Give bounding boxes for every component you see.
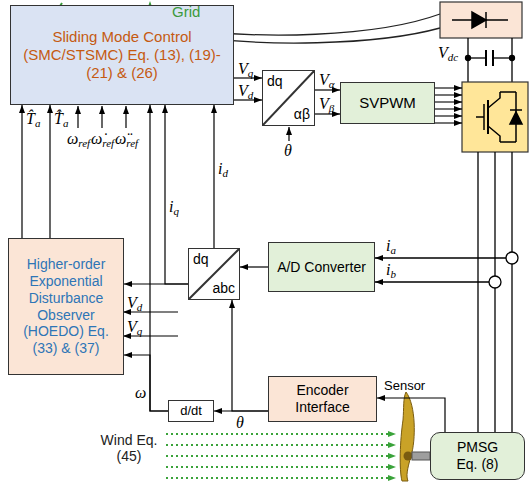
signal-connector — [124, 355, 168, 411]
signal-name: Sensor — [384, 379, 425, 394]
box-text: dq — [193, 251, 209, 268]
signal-name: T̂a — [26, 110, 40, 130]
controller-box: Sliding Mode Control (SMC/STSMC) Eq. (13… — [10, 5, 234, 105]
signal-connector — [49, 105, 50, 238]
signal-name: Vdc — [438, 44, 458, 64]
signal-name: T̂̇a — [54, 110, 68, 130]
modulator-box: SVPWM — [340, 82, 435, 124]
signal-name: ω̇ref — [91, 130, 114, 150]
signal-arrow — [288, 127, 289, 141]
signal-connector — [232, 300, 268, 411]
box-text: SVPWM — [359, 94, 416, 112]
signal-name: ω — [135, 384, 146, 402]
diode-symbol — [452, 12, 508, 28]
signal-name: θ — [236, 414, 244, 432]
derivative-box: d/dt — [168, 400, 214, 422]
signal-connector — [315, 89, 340, 90]
box-text: A/D Converter — [277, 259, 366, 276]
box-text: dq — [267, 73, 283, 90]
wind-label: Wind Eq. (45) — [98, 432, 160, 464]
signal-name: θ — [284, 142, 292, 160]
box-text: Encoder Interface — [273, 382, 372, 416]
box-text: abc — [212, 280, 235, 297]
converter-box: A/D Converter — [268, 242, 375, 292]
inverter-box — [462, 82, 528, 152]
turbine-symbol — [400, 392, 430, 481]
signal-connector — [124, 283, 188, 284]
rectifier-box — [440, 2, 522, 38]
signal-name: iq — [169, 198, 179, 218]
signal-name: Vq — [238, 60, 253, 80]
signal-connector — [165, 105, 188, 284]
generator-box: PMSG Eq. (8) — [430, 432, 525, 480]
encoder-box: Encoder Interface — [268, 376, 377, 422]
box-text: αβ — [294, 106, 310, 123]
dc-link — [466, 38, 515, 82]
transform-box: dqαβ — [262, 70, 315, 126]
signal-name: Vq — [127, 318, 142, 338]
gate-signal — [435, 88, 462, 123]
signal-name: id — [218, 160, 228, 180]
signal-connector — [21, 105, 22, 238]
signal-connector — [240, 266, 268, 267]
signal-connector — [377, 398, 445, 432]
signal-name: Vd — [127, 294, 142, 314]
wind-arrow — [166, 434, 396, 478]
signal-name: ia — [386, 237, 396, 257]
signal-name: ω̈ref — [115, 130, 138, 150]
transform-box: dqabc — [188, 248, 240, 300]
igbt-symbol — [476, 92, 522, 142]
grid-label: Grid — [172, 3, 200, 20]
box-text: d/dt — [180, 403, 202, 419]
box-text: Sliding Mode Control (SMC/STSMC) Eq. (13… — [15, 28, 229, 82]
box-text: Higher-order Exponential Disturbance Obs… — [13, 256, 119, 357]
signal-name: Vα — [319, 71, 335, 91]
signal-connector — [213, 105, 214, 248]
signal-connector — [150, 105, 168, 411]
signal-connector — [315, 113, 340, 114]
observer-box: Higher-order Exponential Disturbance Obs… — [8, 238, 124, 375]
box-text: PMSG Eq. (8) — [448, 439, 508, 473]
signal-name: ib — [386, 261, 396, 281]
signal-name: Vd — [238, 82, 253, 102]
signal-name: ωref — [67, 130, 90, 150]
signal-name: Vβ — [319, 95, 334, 115]
phase-wire — [375, 152, 518, 432]
